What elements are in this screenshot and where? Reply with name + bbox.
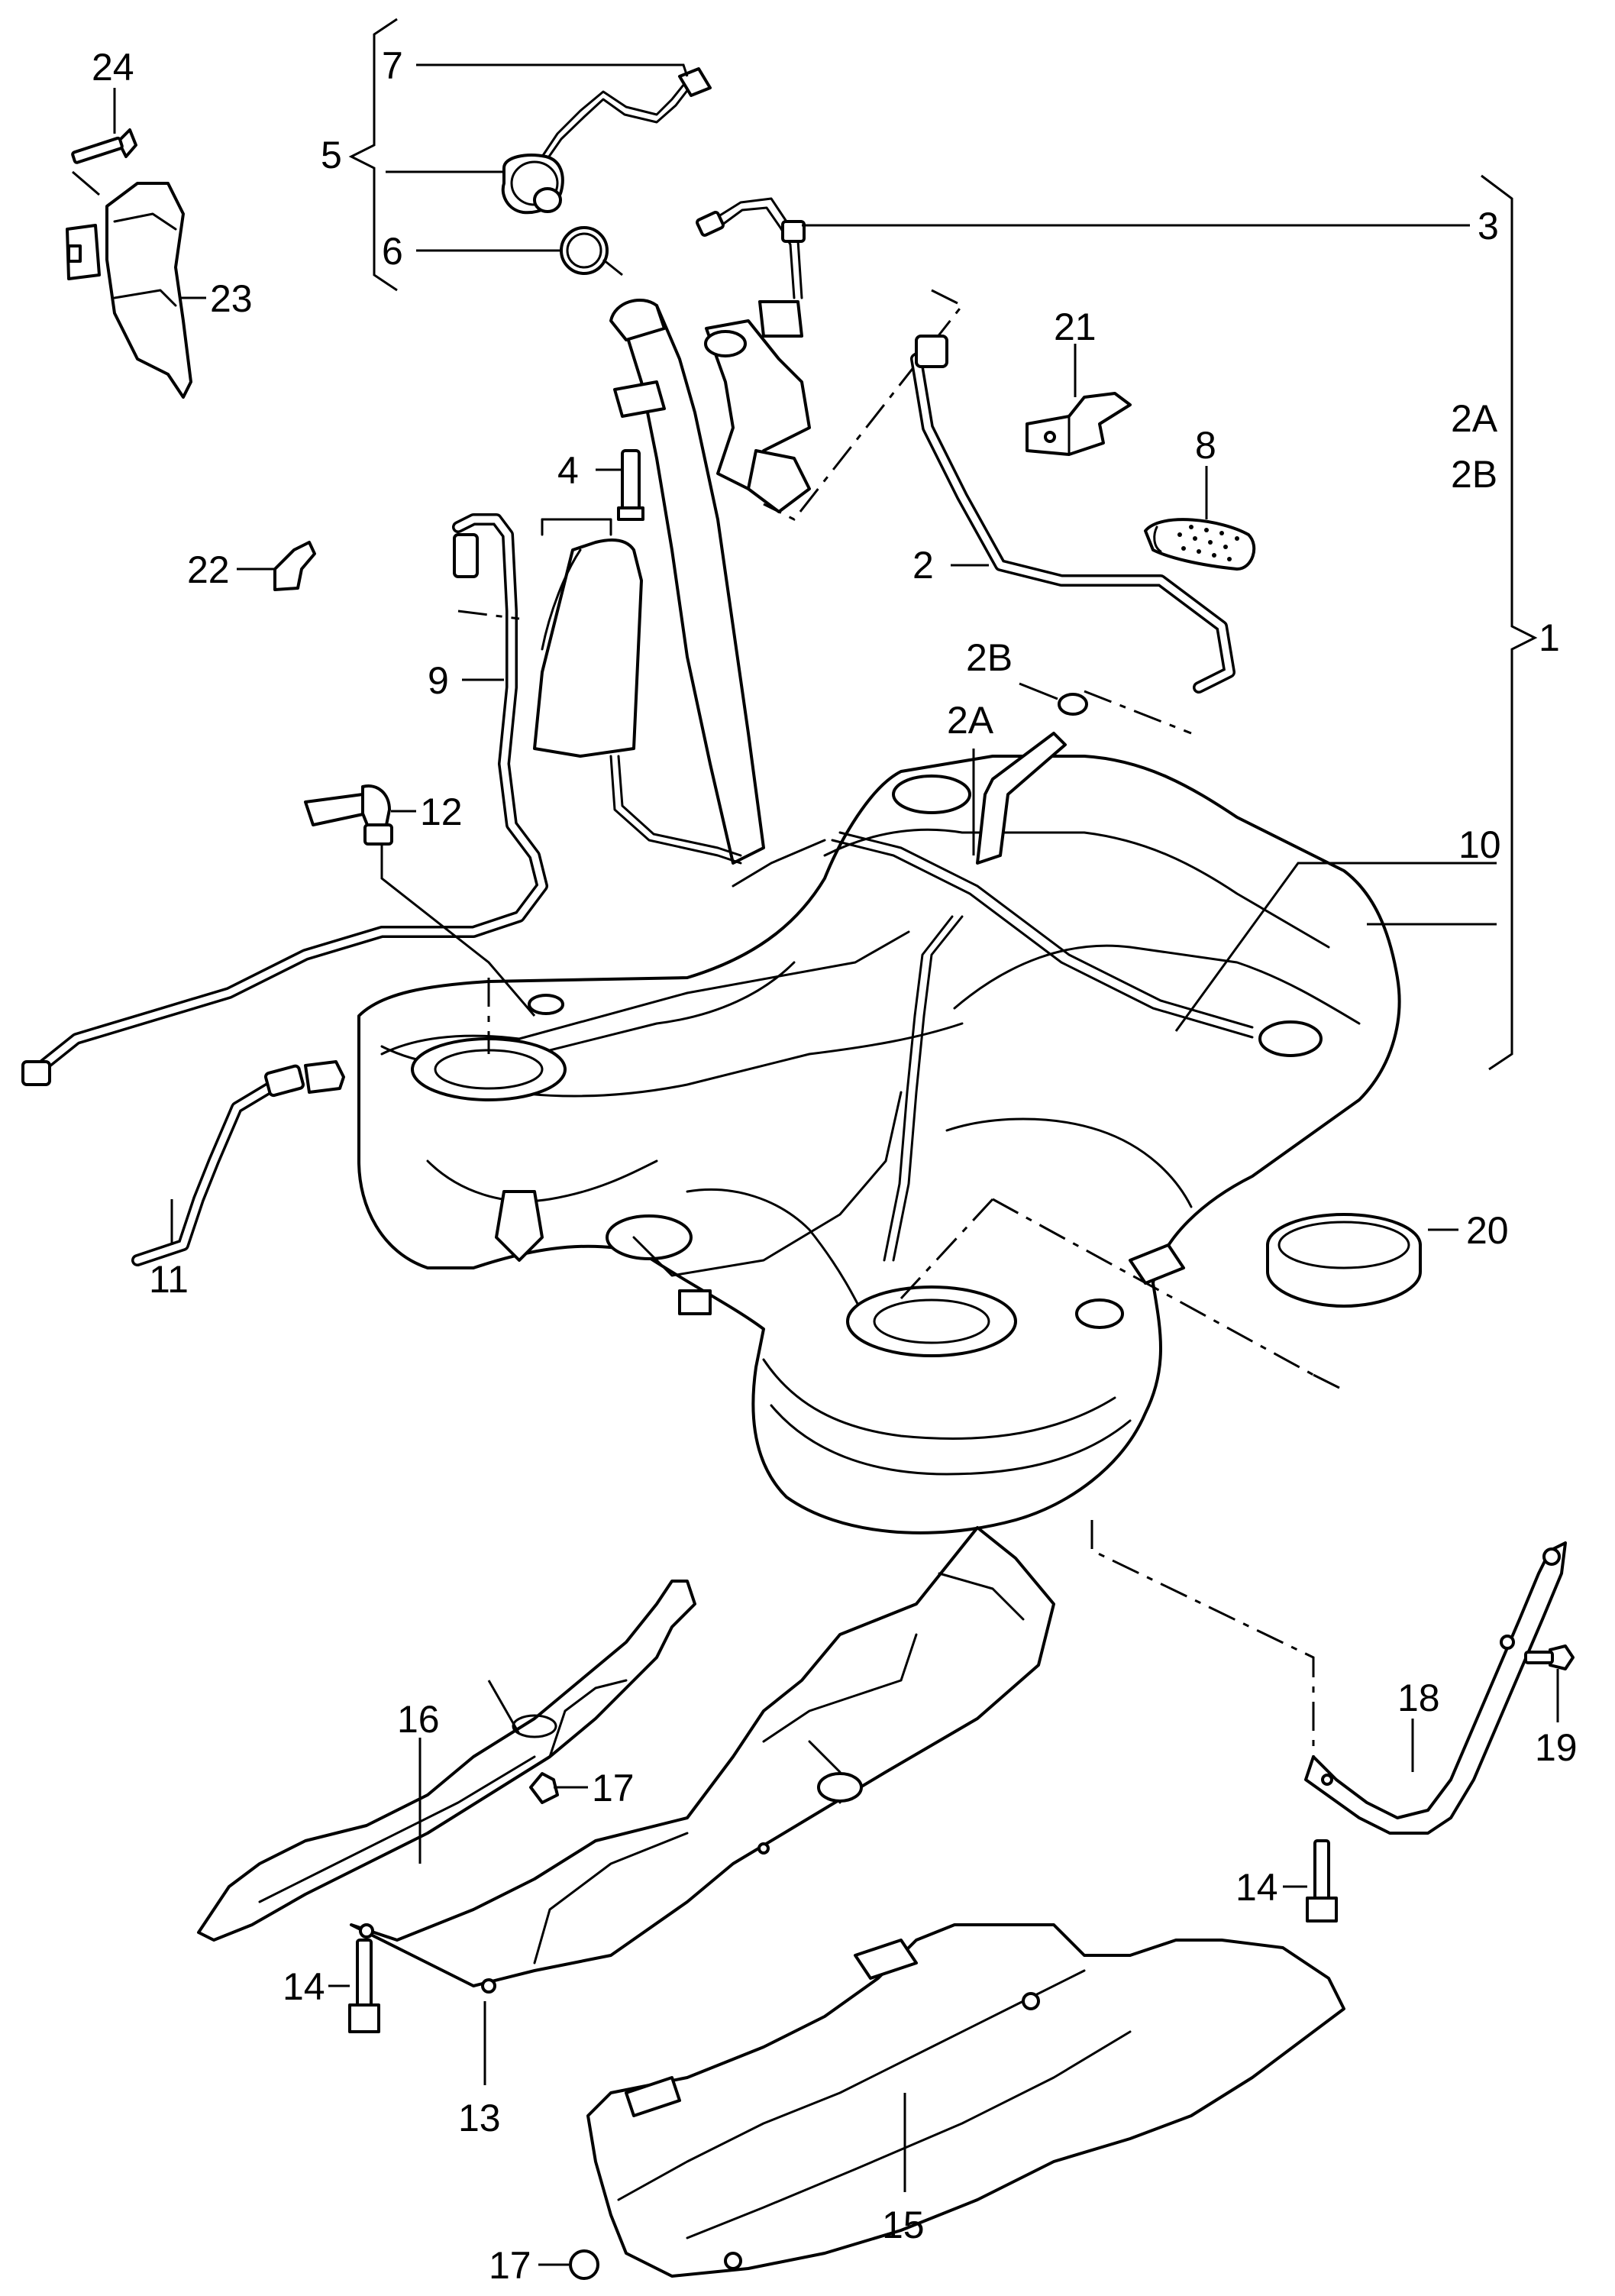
part-8-pad (1144, 518, 1256, 571)
label-5: 5 (321, 134, 342, 176)
part-14-bolt-right (1306, 1839, 1338, 1922)
part-5-cap (501, 154, 564, 215)
label-10: 10 (1458, 823, 1501, 866)
part-18-strap (1304, 1541, 1567, 1835)
leader-lines (72, 18, 1559, 2266)
label-9: 9 (428, 659, 449, 702)
dashed-guide-lines (487, 978, 1345, 1757)
part-4-bolt (617, 449, 644, 521)
fuel-lines (380, 831, 1254, 1277)
label-22: 22 (187, 548, 230, 591)
part-2-breather-line (910, 335, 1235, 694)
label-8: 8 (1195, 424, 1216, 467)
part-20-locking-ring (1266, 1213, 1422, 1308)
label-2: 2 (912, 544, 934, 587)
label-6: 6 (382, 230, 403, 273)
label-16: 16 (397, 1698, 440, 1741)
label-2A: 2A (947, 699, 994, 742)
label-2A-group: 2A (1451, 397, 1498, 440)
part-12-connector (304, 784, 393, 846)
part-7-tether (533, 67, 712, 173)
label-23: 23 (210, 277, 253, 320)
label-7: 7 (382, 44, 403, 87)
label-24: 24 (92, 46, 134, 89)
fuel-tank (357, 755, 1401, 1534)
label-2B-group: 2B (1451, 453, 1497, 496)
part-14-bolt-left (348, 1939, 380, 2033)
part-22-elbow (273, 541, 316, 591)
callout-labels: 1 2 2A 2B 2A 2B 3 4 5 6 7 8 9 10 11 12 1… (92, 44, 1578, 2287)
part-9-vent-line (21, 513, 548, 1086)
label-18: 18 (1397, 1677, 1440, 1719)
part-9-canister (533, 518, 742, 865)
label-2B: 2B (966, 636, 1013, 679)
part-13-heat-shield (350, 1526, 1055, 1994)
part-2A-hose (976, 732, 1067, 865)
label-12: 12 (420, 791, 463, 833)
label-1: 1 (1539, 616, 1560, 659)
label-14-left: 14 (283, 1965, 325, 2008)
label-3: 3 (1478, 205, 1499, 247)
part-11-hose (131, 1060, 345, 1266)
part-15-heat-shield (586, 1923, 1345, 2278)
label-14-right: 14 (1235, 1866, 1278, 1909)
filler-neck (609, 298, 811, 865)
part-16-heat-shield (197, 1580, 696, 1942)
label-15: 15 (882, 2204, 925, 2246)
label-17-lower: 17 (489, 2244, 531, 2287)
part-17-clip-lower (569, 2249, 599, 2280)
label-4: 4 (557, 449, 579, 492)
part-19-bolt (1524, 1644, 1575, 1670)
pad-dots (1177, 525, 1239, 561)
part-21-bracket (1026, 392, 1132, 456)
label-11: 11 (149, 1258, 189, 1301)
part-23-bracket (66, 182, 192, 399)
label-20: 20 (1466, 1209, 1509, 1252)
label-13: 13 (458, 2097, 501, 2139)
label-21: 21 (1054, 306, 1097, 348)
label-19: 19 (1535, 1726, 1578, 1769)
part-17-clip-upper (529, 1772, 559, 1804)
part-2B-seal (1058, 693, 1088, 716)
part-6-seal-ring (560, 226, 609, 275)
label-17-upper: 17 (592, 1767, 635, 1809)
part-3-hose (696, 197, 806, 338)
part-24-bolt (71, 128, 137, 164)
